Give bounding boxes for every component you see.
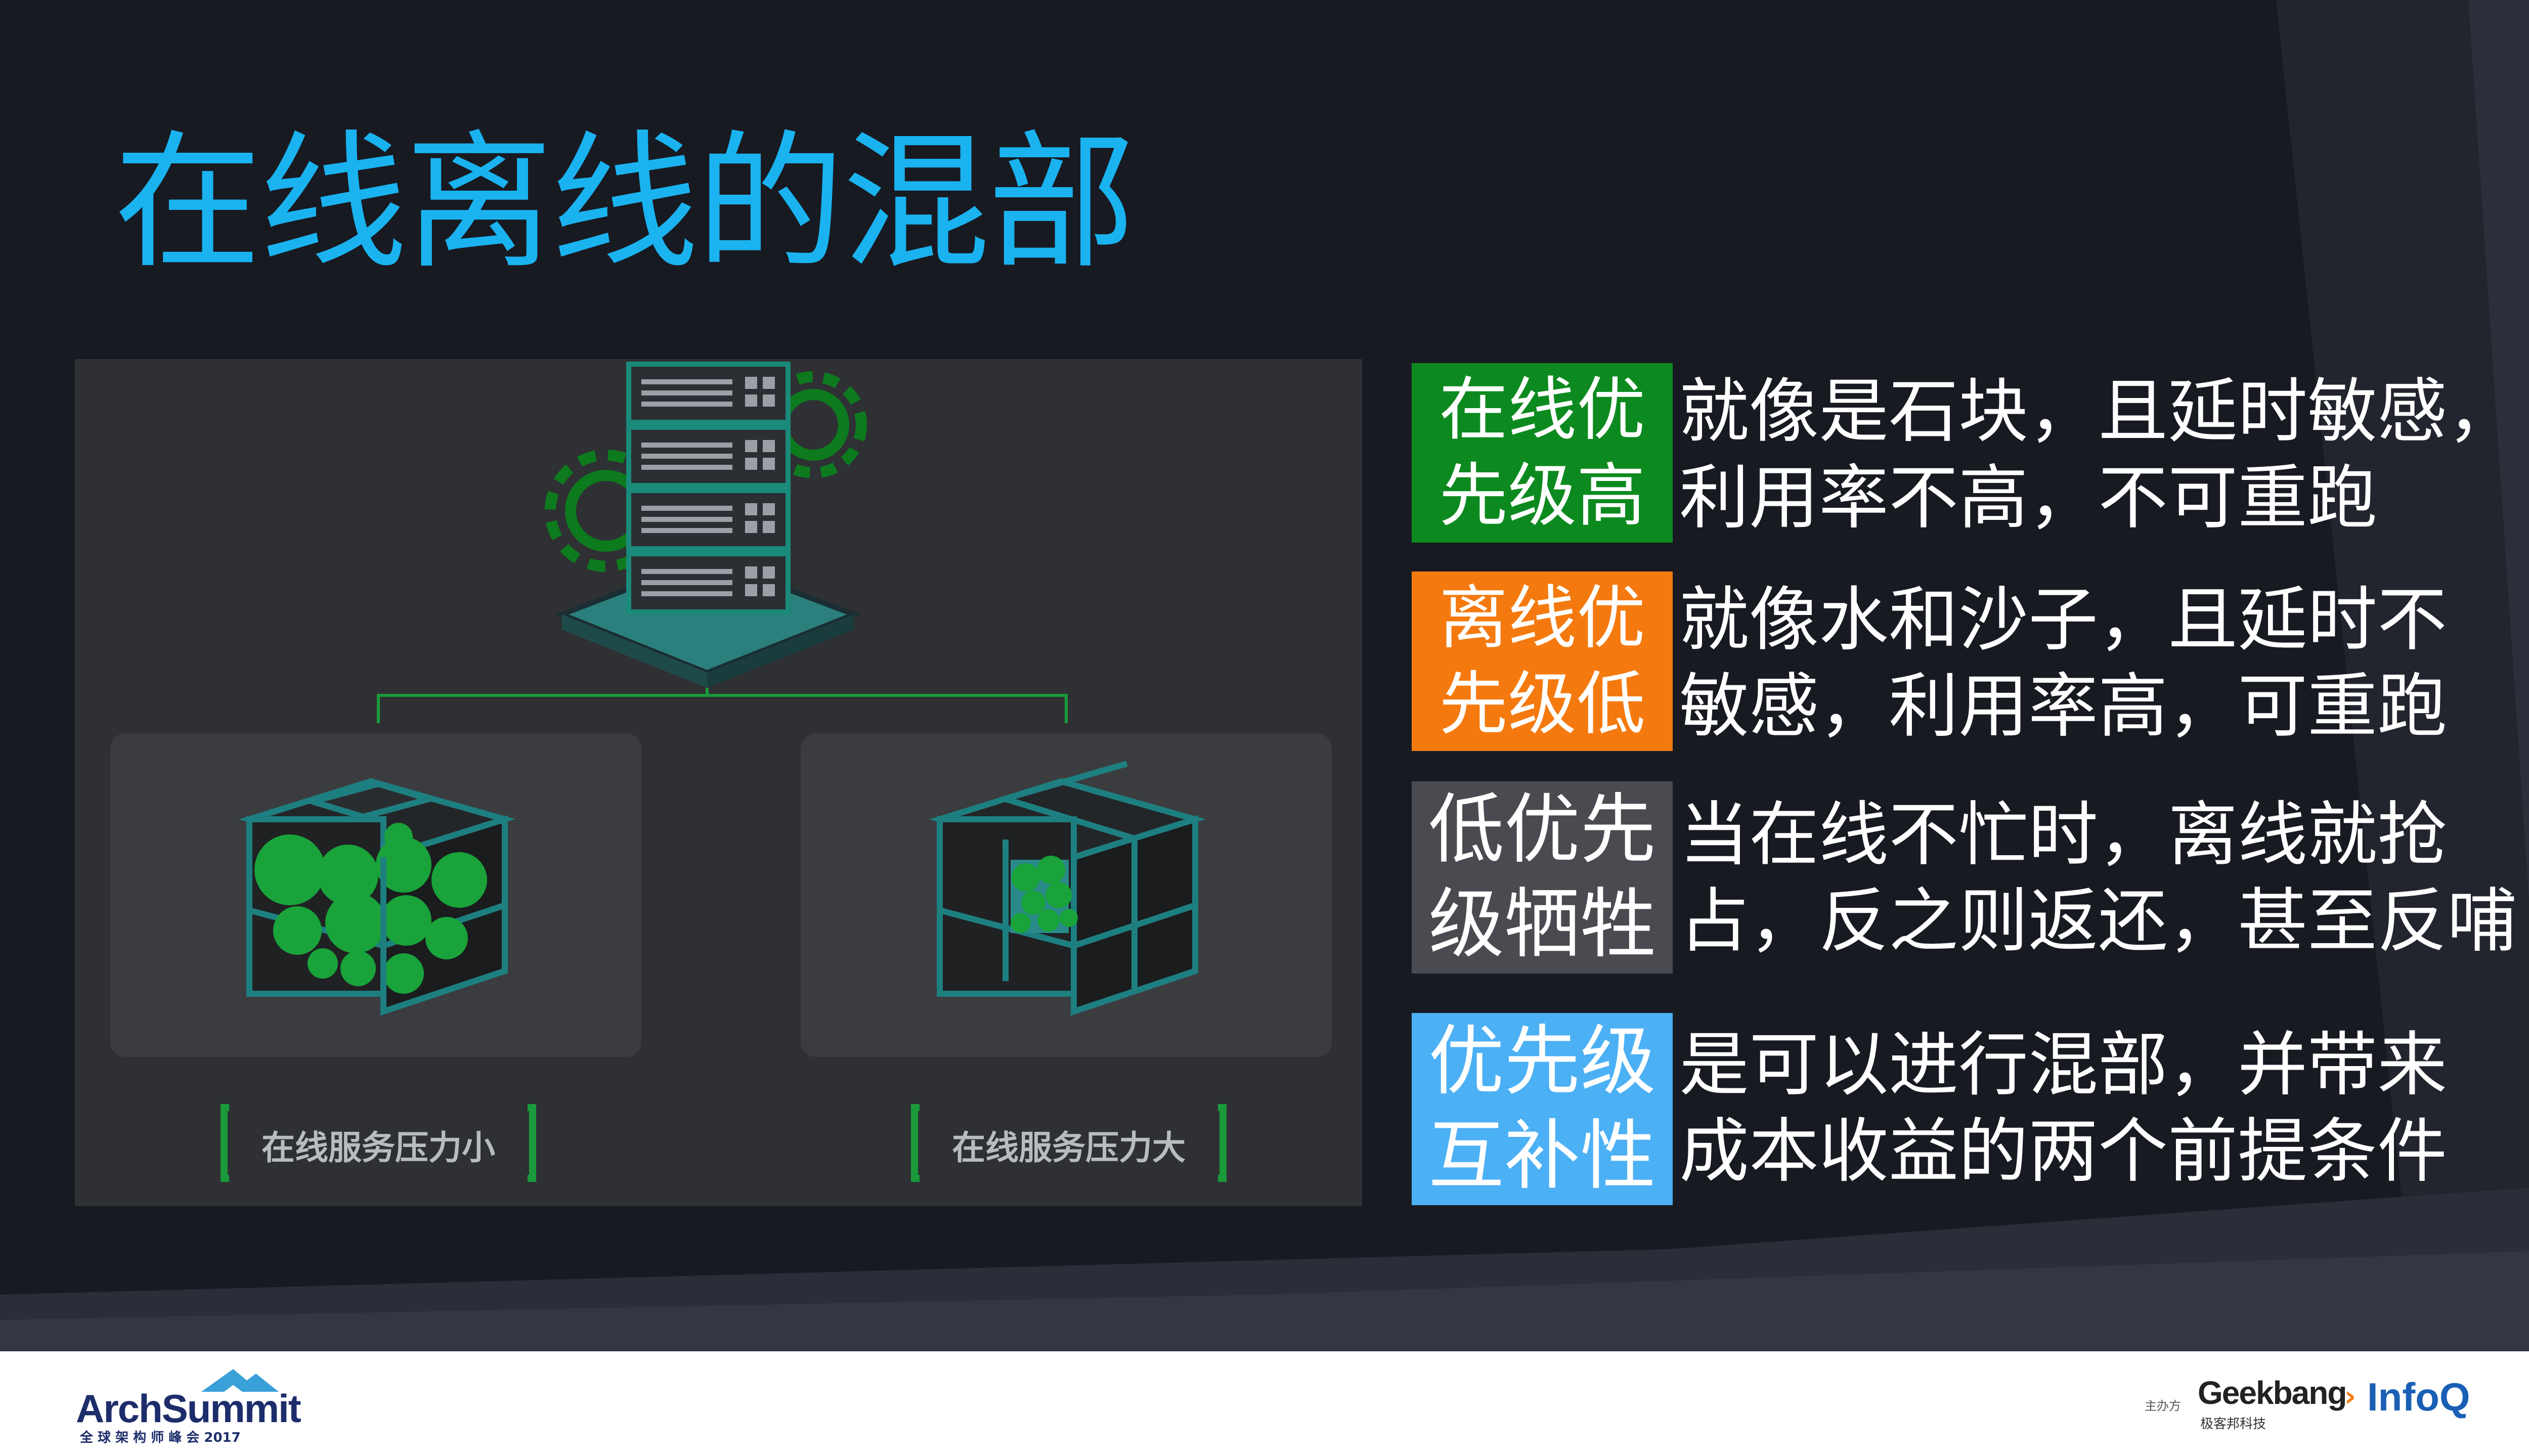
desc-line: 成本收益的两个前提条件 (1679, 1111, 2448, 1193)
desc-line: 当在线不忙时，离线就抢 (1679, 794, 2448, 875)
tag-line: 先级低 (1439, 664, 1645, 744)
footer-bar: ArchSummit 全 球 架 构 师 峰 会 2017 主办方 Geekba… (0, 1351, 2529, 1456)
tag-line: 先级高 (1439, 456, 1645, 536)
right-label: 在线服务压力大 (952, 1128, 1186, 1167)
tag-offline-low-priority: 离线优 先级低 (1412, 571, 1673, 751)
desc-line: 敏感，利用率高，可重跑 (1679, 666, 2448, 747)
desc-line: 占，反之则返还，甚至反哺 (1679, 880, 2517, 962)
tag-line: 在线优 (1439, 370, 1645, 450)
desc-line: 是可以进行混部，并带来 (1679, 1024, 2448, 1106)
desc-line: 就像水和沙子，且延时不 (1679, 579, 2448, 660)
archsummit-wordmark: ArchSummit (76, 1386, 301, 1431)
right-cube-icon (929, 761, 1206, 1016)
desc-line: 就像是石块，且延时敏感， (1679, 371, 2517, 452)
chevron-right-icon: › (2344, 1380, 2357, 1413)
right-green-balls (1011, 856, 1078, 933)
geekbang-logo: Geekbang › 极客邦科技 (2198, 1374, 2365, 1435)
host-label: 主办方 (2145, 1399, 2181, 1413)
tag-low-priority-sacrifice: 低优先 级牺牲 (1412, 781, 1673, 974)
left-label-bracket (221, 1104, 536, 1182)
mountain-icon (201, 1369, 279, 1392)
left-label: 在线服务压力小 (261, 1128, 495, 1167)
geekbang-wordmark: Geekbang (2198, 1375, 2347, 1411)
desc-line: 利用率不高，不可重跑 (1679, 457, 2378, 539)
slide-title: 在线离线的混部 (114, 117, 1136, 289)
right-label-bracket (911, 1104, 1227, 1182)
archsummit-logo: ArchSummit 全 球 架 构 师 峰 会 2017 (76, 1366, 303, 1445)
tag-online-high-priority: 在线优 先级高 (1412, 363, 1673, 543)
tag-priority-complementary: 优先级 互补性 (1412, 1013, 1673, 1205)
desc-priority-complementary: 是可以进行混部，并带来 成本收益的两个前提条件 (1679, 1022, 2529, 1195)
server-pressure-illustration: 在线服务压力小 在线服务压力大 (75, 359, 1362, 1206)
tag-line: 优先级 (1428, 1017, 1656, 1106)
desc-low-priority-sacrifice: 当在线不忙时，离线就抢 占，反之则返还，甚至反哺 (1679, 791, 2529, 964)
tag-line: 级牺牲 (1428, 880, 1656, 968)
server-rack-icon (626, 362, 791, 614)
tag-line: 低优先 (1428, 785, 1656, 874)
infoq-logo: InfoQ (2367, 1375, 2470, 1419)
geekbang-subtitle: 极客邦科技 (2200, 1417, 2266, 1432)
tag-line: 互补性 (1428, 1112, 1656, 1200)
desc-offline-low-priority: 就像水和沙子，且延时不 敏感，利用率高，可重跑 (1679, 577, 2529, 749)
archsummit-subtitle: 全 球 架 构 师 峰 会 2017 (80, 1430, 241, 1445)
connector-lines (377, 688, 1068, 723)
tag-line: 离线优 (1439, 578, 1645, 658)
desc-online-high-priority: 就像是石块，且延时敏感， 利用率不高，不可重跑 (1679, 368, 2529, 541)
left-green-balls (254, 823, 487, 994)
